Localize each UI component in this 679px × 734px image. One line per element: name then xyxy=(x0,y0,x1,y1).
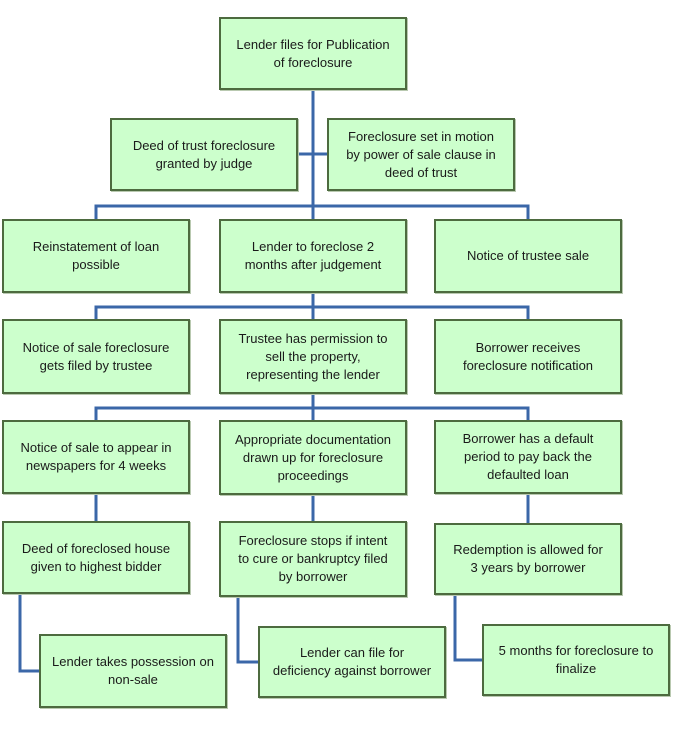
node-label: Appropriate documentation drawn up for f… xyxy=(234,431,392,483)
node-redemption: Redemption is allowed for 3 years by bor… xyxy=(434,523,622,595)
node-label: Notice of sale foreclosure gets filed by… xyxy=(22,339,170,373)
node-lender-files-publication: Lender files for Publication of foreclos… xyxy=(219,17,407,90)
connector-row5-bus xyxy=(94,406,530,420)
node-label: Lender files for Publication of foreclos… xyxy=(236,36,390,70)
node-label: Lender can file for deficiency against b… xyxy=(272,645,432,678)
node-label: Redemption is allowed for 3 years by bor… xyxy=(453,542,603,575)
connector-row4-bus xyxy=(94,305,530,319)
node-label: Foreclosure set in motion by power of sa… xyxy=(346,128,496,180)
node-borrower-receives-notification: Borrower receives foreclosure notificati… xyxy=(434,319,622,394)
node-power-of-sale: Foreclosure set in motion by power of sa… xyxy=(327,118,515,191)
node-notice-sale-filed: Notice of sale foreclosure gets filed by… xyxy=(2,319,190,394)
node-label: Lender to foreclose 2 months after judge… xyxy=(244,239,382,272)
node-default-period: Borrower has a default period to pay bac… xyxy=(434,420,622,494)
node-label: Borrower receives foreclosure notificati… xyxy=(462,339,594,373)
node-foreclosure-stops: Foreclosure stops if intent to cure or b… xyxy=(219,521,407,597)
node-label: Foreclosure stops if intent to cure or b… xyxy=(238,533,388,584)
node-lender-foreclose-2-months: Lender to foreclose 2 months after judge… xyxy=(219,219,407,293)
node-label: 5 months for foreclosure to finalize xyxy=(498,643,654,676)
node-label: Notice of sale to appear in newspapers f… xyxy=(20,440,172,473)
node-reinstatement: Reinstatement of loan possible xyxy=(2,219,190,293)
node-trustee-permission: Trustee has permission to sell the prope… xyxy=(219,319,407,394)
connector-left-elbow xyxy=(18,594,39,673)
connector-row3-bus xyxy=(94,204,530,219)
node-deed-of-trust-judge: Deed of trust foreclosure granted by jud… xyxy=(110,118,298,191)
node-notice-trustee-sale: Notice of trustee sale xyxy=(434,219,622,293)
node-notice-newspapers: Notice of sale to appear in newspapers f… xyxy=(2,420,190,494)
node-label: Reinstatement of loan possible xyxy=(32,239,160,272)
node-documentation: Appropriate documentation drawn up for f… xyxy=(219,420,407,495)
connector-mid-elbow xyxy=(236,597,258,664)
node-deed-highest-bidder: Deed of foreclosed house given to highes… xyxy=(2,521,190,594)
node-label: Notice of trustee sale xyxy=(466,248,590,263)
node-deficiency: Lender can file for deficiency against b… xyxy=(258,626,446,698)
node-label: Lender takes possession on non-sale xyxy=(52,654,214,687)
connector-right-elbow xyxy=(453,595,482,662)
node-5-months-finalize: 5 months for foreclosure to finalize xyxy=(482,624,670,696)
node-label: Deed of foreclosed house given to highes… xyxy=(21,540,171,574)
node-lender-takes-possession: Lender takes possession on non-sale xyxy=(39,634,227,708)
node-label: Borrower has a default period to pay bac… xyxy=(462,431,594,482)
node-label: Trustee has permission to sell the prope… xyxy=(238,330,388,382)
node-label: Deed of trust foreclosure granted by jud… xyxy=(132,137,276,171)
